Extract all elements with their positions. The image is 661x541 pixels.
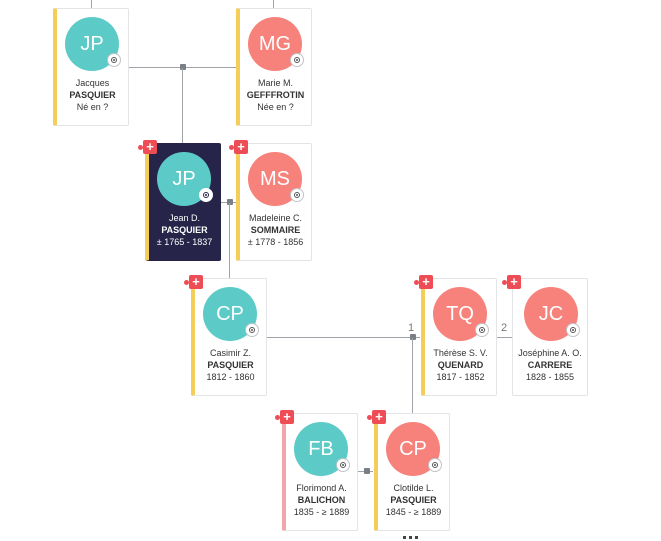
connector-line [182,68,183,143]
crosshair-target-icon[interactable] [290,53,304,67]
given-name: Florimond A. [296,483,347,493]
avatar: JP [157,152,211,206]
given-name: Marie M. [257,78,293,88]
union-dot[interactable] [180,64,186,70]
surname: QUENARD [437,360,484,370]
surname: GEFFFROTIN [246,90,305,100]
person-card-jean-selected[interactable]: + JP Jean D. PASQUIER ± 1765 - 1837 [138,140,221,261]
crosshair-target-icon[interactable] [336,458,350,472]
union-dot[interactable] [364,468,370,474]
crosshair-target-icon[interactable] [566,323,580,337]
surname: BALICHON [297,495,346,505]
surname: PASQUIER [69,90,116,100]
connector-line [91,0,92,8]
life-dates: 1817 - 1852 [436,372,485,382]
union-dot[interactable] [410,334,416,340]
crosshair-target-icon[interactable] [199,188,213,202]
add-relative-icon[interactable]: + [414,275,433,289]
life-dates: 1845 - ≥ 1889 [385,507,442,517]
surname: CARRERE [527,360,573,370]
person-card-casimir[interactable]: + CP Casimir Z. PASQUIER 1812 - 1860 [184,275,267,396]
life-dates: 1835 - ≥ 1889 [293,507,350,517]
surname: PASQUIER [161,225,208,235]
life-dates: 1812 - 1860 [206,372,255,382]
add-relative-icon[interactable]: + [502,275,521,289]
union-number-2: 2 [501,322,508,334]
connector-line [497,337,512,338]
given-name: Casimir Z. [210,348,251,358]
crosshair-target-icon[interactable] [290,188,304,202]
person-card-jacques[interactable]: JP Jacques PASQUIER Né en ? [53,8,129,126]
given-name: Clotilde L. [393,483,434,493]
avatar: JC [524,287,578,341]
add-relative-icon[interactable]: + [184,275,203,289]
add-relative-icon[interactable]: + [138,140,157,154]
crosshair-target-icon[interactable] [245,323,259,337]
connector-line [412,338,413,413]
given-name: Joséphine A. O. [518,348,582,358]
life-dates: Né en ? [76,102,109,112]
life-dates: ± 1778 - 1856 [247,237,304,247]
crosshair-target-icon[interactable] [428,458,442,472]
given-name: Jacques [75,78,110,88]
given-name: Madeleine C. [248,213,303,223]
life-dates: Née en ? [257,102,294,112]
person-card-madeleine[interactable]: + MS Madeleine C. SOMMAIRE ± 1778 - 1856 [229,140,312,261]
surname: PASQUIER [390,495,437,505]
crosshair-target-icon[interactable] [475,323,489,337]
person-card-josephine[interactable]: + JC Joséphine A. O. CARRERE 1828 - 1855 [502,275,588,396]
given-name: Jean D. [168,213,201,223]
avatar: CP [203,287,257,341]
person-card-clotilde[interactable]: + CP Clotilde L. PASQUIER 1845 - ≥ 1889 [367,410,450,531]
surname: PASQUIER [207,360,254,370]
add-relative-icon[interactable]: + [229,140,248,154]
surname: SOMMAIRE [250,225,301,235]
crosshair-target-icon[interactable] [107,53,121,67]
connector-line [273,0,274,8]
union-dot[interactable] [227,199,233,205]
person-card-therese[interactable]: + TQ Thérèse S. V. QUENARD 1817 - 1852 [414,275,497,396]
life-dates: ± 1765 - 1837 [156,237,213,247]
person-card-florimond[interactable]: + FB Florimond A. BALICHON 1835 - ≥ 1889 [275,410,358,531]
person-card-marie[interactable]: MG Marie M. GEFFFROTIN Née en ? [236,8,312,126]
life-dates: 1828 - 1855 [525,372,575,382]
connector-line [229,203,230,278]
union-number-1: 1 [408,322,415,334]
connector-line [267,337,420,338]
add-relative-icon[interactable]: + [275,410,294,424]
more-dots-icon[interactable] [403,536,421,539]
add-relative-icon[interactable]: + [367,410,386,424]
given-name: Thérèse S. V. [433,348,488,358]
